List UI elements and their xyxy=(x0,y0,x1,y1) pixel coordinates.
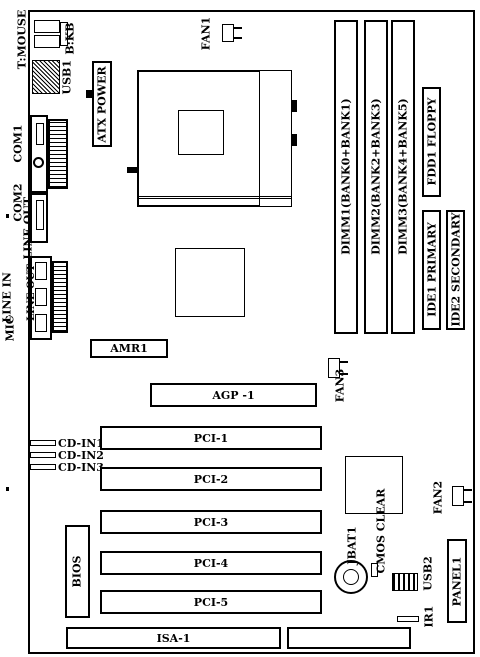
fan1-header xyxy=(222,24,234,42)
usb1-connector xyxy=(32,60,60,94)
socket-lever-area xyxy=(259,70,292,207)
cd-in2-header xyxy=(30,452,56,458)
amr1-slot: AMR1 xyxy=(90,339,168,358)
pci1-slot: PCI-1 xyxy=(100,426,322,450)
fdd1-floppy-label: FDD1 FLOPPY xyxy=(425,97,439,186)
panel1-header xyxy=(447,539,467,623)
socket-lever-line xyxy=(137,196,292,199)
bios-label: BIOS xyxy=(70,555,84,588)
atx-key xyxy=(86,90,92,98)
dimm3-label: DIMM3(BANK4+BANK5) xyxy=(396,98,410,255)
mic-label: MIC xyxy=(3,315,17,342)
battery-jbat1 xyxy=(334,560,368,594)
amr1-label: AMR1 xyxy=(110,342,148,355)
dimm2-slot xyxy=(364,20,388,334)
cd-in1-header xyxy=(30,440,56,446)
pci3-label: PCI-3 xyxy=(193,515,229,529)
cd-in3-label: CD-IN3 xyxy=(58,461,104,474)
line-in-jack xyxy=(35,288,47,306)
cmos-clear-jumper xyxy=(371,563,378,577)
atx-power-label: ATX POWER xyxy=(95,66,109,143)
fdd1-floppy-connector xyxy=(422,87,441,197)
dimm1-slot xyxy=(334,20,358,334)
fan1-label: FAN1 xyxy=(199,16,213,51)
b-kb-label: B:KB xyxy=(63,22,77,55)
com1-pins-upper xyxy=(36,123,44,145)
usb2-header xyxy=(392,573,418,591)
dimm2-label: DIMM2(BANK2+BANK3) xyxy=(369,98,383,255)
isa1-label: ISA-1 xyxy=(156,631,191,645)
socket-nub-right-2 xyxy=(292,134,297,146)
pci4-label: PCI-4 xyxy=(193,556,229,570)
pci2-slot: PCI-2 xyxy=(100,467,322,491)
cmos-clear-label: CMOS CLEAR xyxy=(374,488,388,574)
fan3-label: FAN3 xyxy=(333,368,347,403)
line-out-jack xyxy=(35,262,47,280)
com1-ring xyxy=(33,157,44,168)
jbat1-label: JBAT1 xyxy=(345,526,359,565)
agp-label: AGP -1 xyxy=(212,388,255,402)
ir1-header xyxy=(397,616,419,622)
pci1-label: PCI-1 xyxy=(193,431,229,445)
pci2-label: PCI-2 xyxy=(193,472,229,486)
com1-body xyxy=(48,119,68,189)
cpu-die xyxy=(178,110,224,155)
fan3-header xyxy=(328,358,340,378)
usb2-label: USB2 xyxy=(421,556,435,591)
cd-in2-label: CD-IN2 xyxy=(58,449,104,462)
isa1-slot-extension xyxy=(287,627,411,649)
ir1-label: IR1 xyxy=(422,605,436,628)
dimm1-label: DIMM1(BANK0+BANK1) xyxy=(339,98,353,255)
ps2-tab xyxy=(60,22,68,46)
com1-label: COM1 xyxy=(11,124,25,163)
edge-mark-bottom xyxy=(6,487,9,491)
bios-chip xyxy=(65,525,90,618)
isa1-slot: ISA-1 xyxy=(66,627,281,649)
battery-inner xyxy=(343,569,359,585)
ide1-primary-label: IDE1 PRIMARY xyxy=(425,222,439,317)
north-bridge-chip xyxy=(175,248,245,317)
south-bridge-chip xyxy=(345,456,403,514)
line-out-label: LINE OUT xyxy=(21,196,35,260)
atx-power-connector xyxy=(92,61,112,147)
ps2-keyboard-connector xyxy=(34,35,60,48)
fan1-pins xyxy=(234,27,242,39)
agp-slot: AGP -1 xyxy=(150,383,317,407)
pci3-slot: PCI-3 xyxy=(100,510,322,534)
pci4-slot: PCI-4 xyxy=(100,551,322,575)
edge-mark-top xyxy=(6,214,9,218)
audio-header xyxy=(52,261,68,333)
ps2-mouse-connector xyxy=(34,20,60,33)
fan2-pins xyxy=(464,489,472,503)
socket-nub-left xyxy=(127,167,137,173)
socket-nub-right-1 xyxy=(292,100,297,112)
ide1-primary-connector xyxy=(422,210,441,330)
mic-jack xyxy=(35,314,47,332)
panel1-label: PANEL1 xyxy=(450,556,464,607)
ide2-secondary-label: IDE2 SECONDARY xyxy=(449,212,463,327)
fan2-header xyxy=(452,486,464,506)
cd-in3-header xyxy=(30,464,56,470)
usb1-label: USB1 xyxy=(60,60,74,95)
dimm3-slot xyxy=(391,20,415,334)
line-out-sub-label: LINE OUT xyxy=(26,264,37,321)
t-mouse-label: T:MOUSE xyxy=(15,9,29,70)
pci5-slot: PCI-5 xyxy=(100,590,322,614)
ide2-secondary-connector xyxy=(446,210,465,330)
com2-pins xyxy=(36,200,44,230)
fan3-pins xyxy=(340,361,348,375)
pci5-label: PCI-5 xyxy=(193,595,229,609)
fan2-label: FAN2 xyxy=(431,480,445,515)
cd-in1-label: CD-IN1 xyxy=(58,437,104,450)
